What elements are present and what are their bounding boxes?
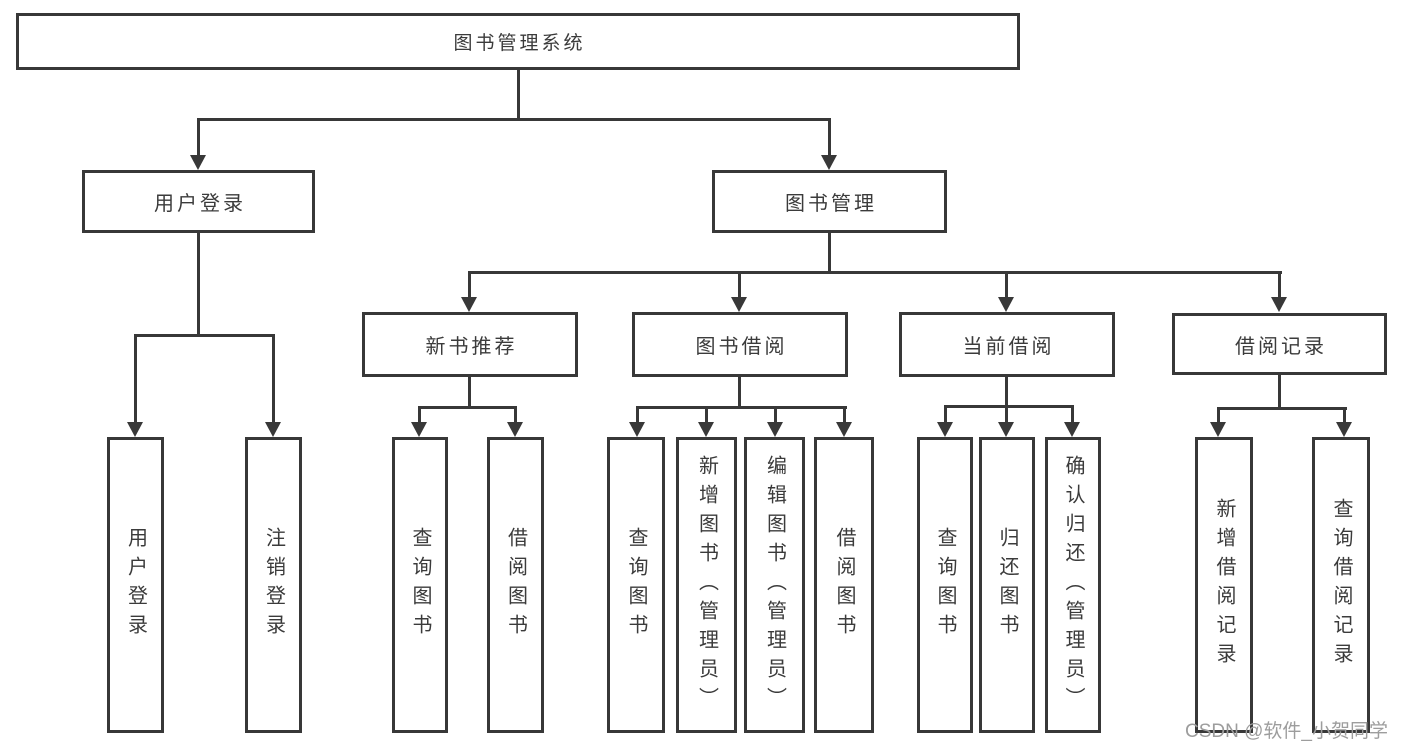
connector-segment <box>1005 405 1008 424</box>
node-library-management-system: 图书管理系统 <box>16 13 1020 70</box>
connector-segment <box>514 406 517 424</box>
leaf-user-login: 用户登录 <box>107 437 164 733</box>
connector-segment <box>1005 271 1008 300</box>
node-label: 查询图书 <box>409 527 431 643</box>
node-borrow-records: 借阅记录 <box>1172 313 1387 375</box>
leaf-query-book-borrow: 查询图书 <box>607 437 665 733</box>
leaf-return-book: 归还图书 <box>979 437 1035 733</box>
arrow-down-icon <box>998 297 1014 312</box>
node-label: 确认归还（管理员） <box>1062 454 1084 716</box>
connector-segment <box>1343 407 1346 424</box>
connector-segment <box>468 271 471 300</box>
arrow-down-icon <box>767 422 783 437</box>
arrow-down-icon <box>629 422 645 437</box>
node-label: 借阅记录 <box>1235 335 1327 358</box>
connector-segment <box>134 334 137 424</box>
leaf-query-book-recommend: 查询图书 <box>392 437 448 733</box>
node-book-borrow: 图书借阅 <box>632 312 848 377</box>
connector-segment <box>418 406 421 424</box>
connector-segment <box>1005 377 1008 408</box>
connector-segment <box>828 233 831 274</box>
leaf-add-book-admin: 新增图书（管理员） <box>676 437 737 733</box>
node-new-book-recommend: 新书推荐 <box>362 312 578 377</box>
node-label: 查询图书 <box>625 527 647 643</box>
leaf-edit-book-admin: 编辑图书（管理员） <box>744 437 805 733</box>
arrow-down-icon <box>461 297 477 312</box>
leaf-add-borrow-record: 新增借阅记录 <box>1195 437 1253 733</box>
connector-segment <box>469 271 1282 274</box>
node-label: 用户登录 <box>124 527 147 643</box>
node-label: 查询借阅记录 <box>1330 498 1352 672</box>
connector-segment <box>1278 375 1281 410</box>
connector-segment <box>1071 405 1074 424</box>
connector-segment <box>774 406 777 424</box>
arrow-down-icon <box>411 422 427 437</box>
arrow-down-icon <box>1336 422 1352 437</box>
connector-segment <box>197 118 200 157</box>
node-label: 借阅图书 <box>504 527 527 643</box>
node-label: 编辑图书（管理员） <box>763 454 786 716</box>
node-label: 图书借阅 <box>695 336 788 358</box>
node-label: 查询图书 <box>934 527 956 643</box>
connector-segment <box>1278 271 1281 300</box>
arrow-down-icon <box>836 422 852 437</box>
arrow-down-icon <box>937 422 953 437</box>
connector-segment <box>1217 407 1347 410</box>
leaf-query-book-current: 查询图书 <box>917 437 973 733</box>
arrow-down-icon <box>1271 297 1287 312</box>
arrow-down-icon <box>190 155 206 170</box>
connector-segment <box>468 377 471 409</box>
leaf-query-borrow-record: 查询借阅记录 <box>1312 437 1370 733</box>
node-label: 当前借阅 <box>962 336 1055 358</box>
arrow-down-icon <box>507 422 523 437</box>
connector-segment <box>843 406 846 424</box>
arrow-down-icon <box>821 155 837 170</box>
node-label: 新增图书（管理员） <box>695 454 718 716</box>
node-label: 图书管理 <box>785 193 877 215</box>
node-user-login: 用户登录 <box>82 170 315 233</box>
connector-segment <box>944 405 947 424</box>
node-label: 新增借阅记录 <box>1213 498 1235 672</box>
arrow-down-icon <box>1210 422 1226 437</box>
node-label: 图书管理系统 <box>453 33 586 54</box>
leaf-borrow-book-recommend: 借阅图书 <box>487 437 544 733</box>
arrow-down-icon <box>998 422 1014 437</box>
connector-segment <box>705 406 708 424</box>
arrow-down-icon <box>698 422 714 437</box>
arrow-down-icon <box>127 422 143 437</box>
node-book-management: 图书管理 <box>712 170 947 233</box>
node-label: 用户登录 <box>154 193 246 215</box>
arrow-down-icon <box>731 297 747 312</box>
connector-segment <box>1217 407 1220 424</box>
node-label: 归还图书 <box>996 527 1018 643</box>
node-label: 新书推荐 <box>425 336 518 358</box>
connector-segment <box>738 377 741 409</box>
connector-segment <box>134 334 275 337</box>
connector-segment <box>738 271 741 300</box>
connector-segment <box>636 406 639 424</box>
connector-segment <box>197 233 200 337</box>
connector-segment <box>272 334 275 424</box>
csdn-watermark: CSDN @软件_小贺同学 <box>1185 721 1388 742</box>
connector-segment <box>517 70 520 120</box>
connector-segment <box>197 118 831 121</box>
node-label: 注销登录 <box>262 527 285 643</box>
leaf-borrow-book: 借阅图书 <box>814 437 874 733</box>
node-label: 借阅图书 <box>833 527 855 643</box>
leaf-logout: 注销登录 <box>245 437 302 733</box>
connector-segment <box>944 405 1074 408</box>
node-current-borrow: 当前借阅 <box>899 312 1115 377</box>
arrow-down-icon <box>265 422 281 437</box>
arrow-down-icon <box>1064 422 1080 437</box>
connector-segment <box>418 406 517 409</box>
connector-segment <box>828 118 831 157</box>
connector-segment <box>636 406 847 409</box>
leaf-confirm-return-admin: 确认归还（管理员） <box>1045 437 1101 733</box>
